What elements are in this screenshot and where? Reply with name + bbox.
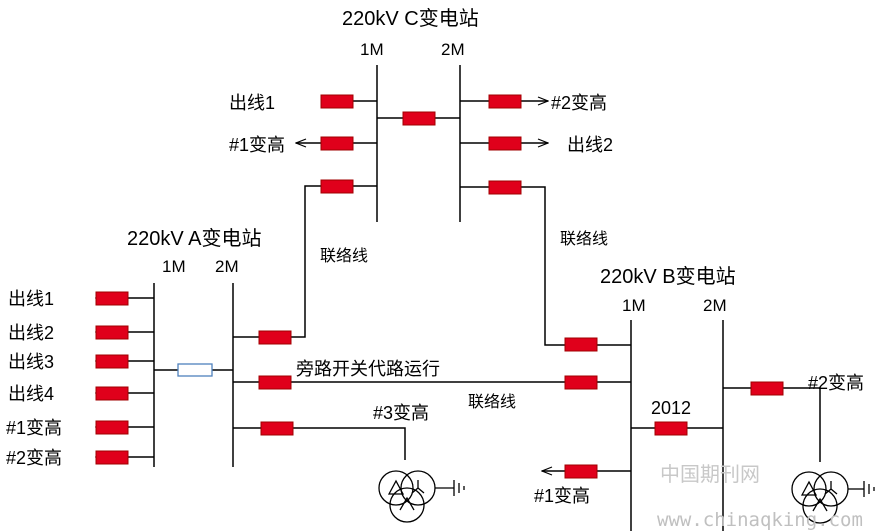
breaker-c-tie-a xyxy=(320,179,354,194)
station-b-xfmr2-label: #2变高 xyxy=(808,373,864,393)
station-c-title: 220kV C变电站 xyxy=(342,7,479,30)
breaker-c-out2 xyxy=(488,136,522,151)
station-a-breakers xyxy=(95,291,294,465)
breaker-a-out2 xyxy=(95,325,129,340)
breaker-c-xfmr2 xyxy=(488,94,522,109)
breaker-b-coupler xyxy=(654,421,688,436)
breaker-c-xfmr1 xyxy=(320,136,354,151)
station-a-out2-label: 出线2 xyxy=(8,323,54,343)
tie-line-cb-label: 联络线 xyxy=(560,229,608,248)
station-c-out2-label: 出线2 xyxy=(567,135,613,155)
breaker-a-out3 xyxy=(95,354,129,369)
station-a-coupler-switch-open xyxy=(177,363,213,377)
station-b-xfmr2-icon xyxy=(791,471,875,524)
station-a-xfmr3-line xyxy=(233,427,406,460)
station-a-xfmr1-label: #1变高 xyxy=(6,418,62,438)
breaker-b-tie-a xyxy=(564,375,598,390)
station-c-bus1-label: 1M xyxy=(360,40,384,59)
station-c-bus2-label: 2M xyxy=(441,40,465,59)
station-a-bus2-label: 2M xyxy=(215,257,239,276)
breaker-a-tie-c xyxy=(258,330,292,345)
station-a-title: 220kV A变电站 xyxy=(127,227,262,250)
breaker-b-tie-c xyxy=(564,337,598,352)
tie-line-ab-label: 联络线 xyxy=(468,392,516,411)
station-b-bus2-label: 2M xyxy=(703,296,727,315)
breaker-b-xfmr2 xyxy=(750,381,784,396)
station-b-xfmr2-line xyxy=(723,387,821,462)
breaker-c-out1 xyxy=(320,94,354,109)
station-a-out3-label: 出线3 xyxy=(8,352,54,372)
station-b-coupler-label: 2012 xyxy=(651,398,691,418)
watermark-url: www.chinaqking.com xyxy=(657,509,863,531)
station-c-out1-label: 出线1 xyxy=(229,93,275,113)
station-a-out1-label: 出线1 xyxy=(8,289,54,309)
station-a-xfmr2-label: #2变高 xyxy=(6,448,62,468)
station-c-breakers xyxy=(320,94,522,195)
breaker-a-xfmr2 xyxy=(95,450,129,465)
tie-line-ac-label: 联络线 xyxy=(320,246,368,265)
watermark-cn: 中国期刊网 xyxy=(660,462,760,486)
breaker-c-coupler xyxy=(402,111,436,126)
station-a-bus1-label: 1M xyxy=(162,257,186,276)
breaker-a-out1 xyxy=(95,291,129,306)
station-a-out4-label: 出线4 xyxy=(8,384,54,404)
breaker-a-xfmr3 xyxy=(260,421,294,436)
station-b-title: 220kV B变电站 xyxy=(600,265,736,288)
station-b-xfmr1-label: #1变高 xyxy=(534,486,590,506)
station-b-breakers xyxy=(564,337,784,479)
breaker-a-xfmr1 xyxy=(95,420,129,435)
breaker-c-tie-b xyxy=(488,180,522,195)
station-a-xfmr3-label: #3变高 xyxy=(373,403,429,423)
station-b-bus1-label: 1M xyxy=(622,296,646,315)
station-c-xfmr1-label: #1变高 xyxy=(229,135,285,155)
station-a-xfmr3-icon xyxy=(378,470,465,523)
station-a-bypass-label: 旁路开关代路运行 xyxy=(296,359,440,379)
breaker-a-bypass xyxy=(258,375,292,390)
breaker-b-xfmr1 xyxy=(564,464,598,479)
station-c-xfmr2-label: #2变高 xyxy=(551,93,607,113)
breaker-a-out4 xyxy=(95,386,129,401)
